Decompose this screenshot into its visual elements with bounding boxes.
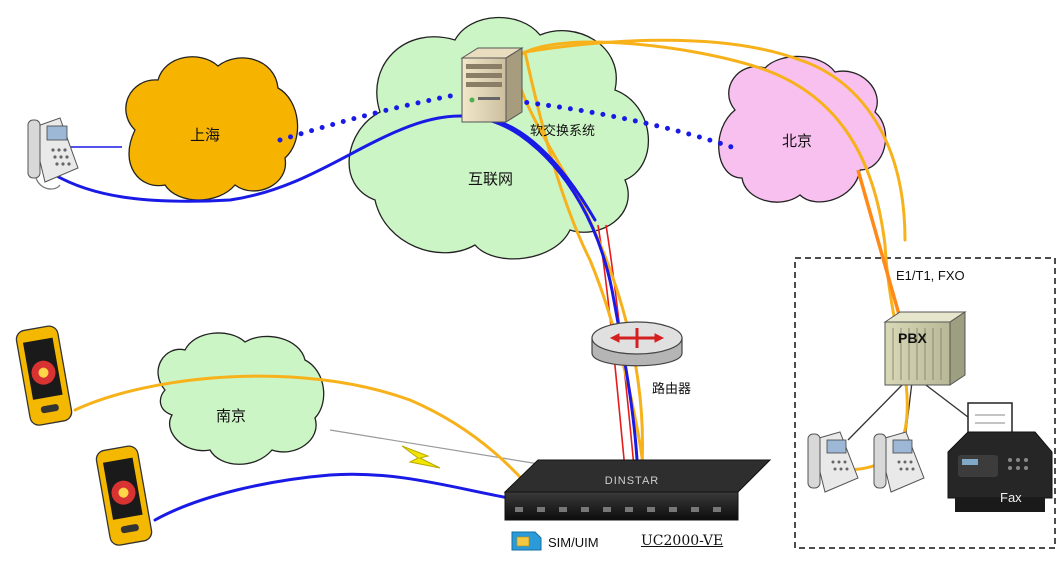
smartphone-icon (15, 325, 73, 426)
nanjing-gateway-link (329, 429, 546, 466)
router-icon (591, 321, 683, 367)
gateway-brand: DINSTAR (605, 475, 659, 487)
pbx-icon (883, 311, 967, 386)
nanjing-label: 南京 (216, 407, 247, 425)
gateway-icon (503, 459, 772, 521)
device-model-label: UC2000-VE (641, 533, 724, 549)
server-icon (460, 47, 524, 123)
e1-trunk-line (856, 169, 902, 319)
fax-icon (947, 402, 1053, 512)
router-label: 路由器 (652, 382, 692, 397)
softswitch-label: 软交换系统 (530, 124, 596, 139)
pbx-region (794, 257, 1056, 549)
internet-label: 互联网 (468, 170, 514, 188)
shanghai-label: 上海 (190, 126, 221, 144)
pbx-label: PBX (898, 330, 927, 346)
sim-label: SIM/UIM (548, 535, 599, 550)
sim-card-icon (511, 531, 542, 551)
internet-cloud (348, 16, 649, 260)
nanjing-cloud (157, 332, 325, 465)
fax-label: Fax (1000, 490, 1022, 505)
shanghai-cloud (125, 56, 299, 201)
desk-phone-icon (27, 117, 79, 190)
lightning-icon (401, 445, 441, 469)
dotted-softswitch-links (277, 92, 743, 153)
smartphone-icon (95, 445, 153, 546)
desk-phone-icon (873, 431, 925, 493)
pbx-phone-links (847, 381, 986, 441)
desk-phone-icon (807, 431, 859, 493)
beijing-cloud (718, 55, 887, 203)
beijing-label: 北京 (782, 132, 813, 150)
pbx-link-label: E1/T1, FXO (896, 268, 965, 283)
